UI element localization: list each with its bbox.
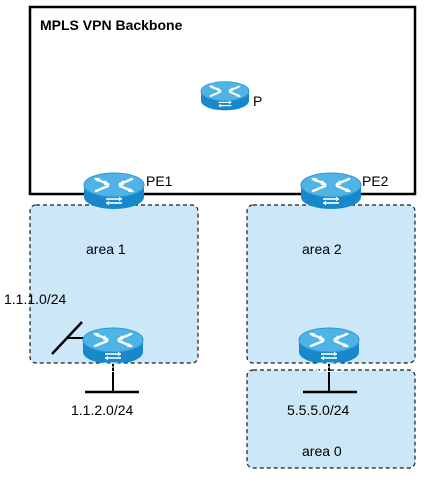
router-ce1-label: CE1 bbox=[99, 359, 126, 375]
router-icon bbox=[299, 171, 363, 211]
area-0-region bbox=[246, 369, 416, 469]
mpls-backbone: MPLS VPN Backbone bbox=[28, 5, 417, 196]
router-pe1-label: PE1 bbox=[146, 173, 173, 189]
area-0-label: area 0 bbox=[302, 443, 342, 459]
router-pe2: PE2 bbox=[299, 171, 389, 211]
area-2-label: area 2 bbox=[302, 241, 342, 257]
router-icon bbox=[199, 80, 251, 112]
router-icon bbox=[82, 171, 146, 211]
net-5-5-5-label: 5.5.5.0/24 bbox=[287, 402, 349, 418]
router-ce2: CE2 bbox=[297, 326, 361, 375]
net-5-5-5-segment bbox=[303, 362, 357, 394]
router-p: P bbox=[199, 80, 262, 112]
router-ce2-label: CE2 bbox=[315, 359, 342, 375]
router-p-label: P bbox=[253, 93, 262, 109]
backbone-title: MPLS VPN Backbone bbox=[40, 17, 183, 33]
router-ce1: CE1 bbox=[81, 326, 145, 375]
router-pe1: PE1 bbox=[82, 171, 173, 211]
net-1-1-2-label: 1.1.2.0/24 bbox=[71, 402, 133, 418]
area-1-label: area 1 bbox=[86, 241, 126, 257]
router-pe2-label: PE2 bbox=[362, 173, 389, 189]
net-1-1-2-segment bbox=[85, 362, 139, 394]
net-1-1-1-label: 1.1.1.0/24 bbox=[4, 291, 66, 307]
